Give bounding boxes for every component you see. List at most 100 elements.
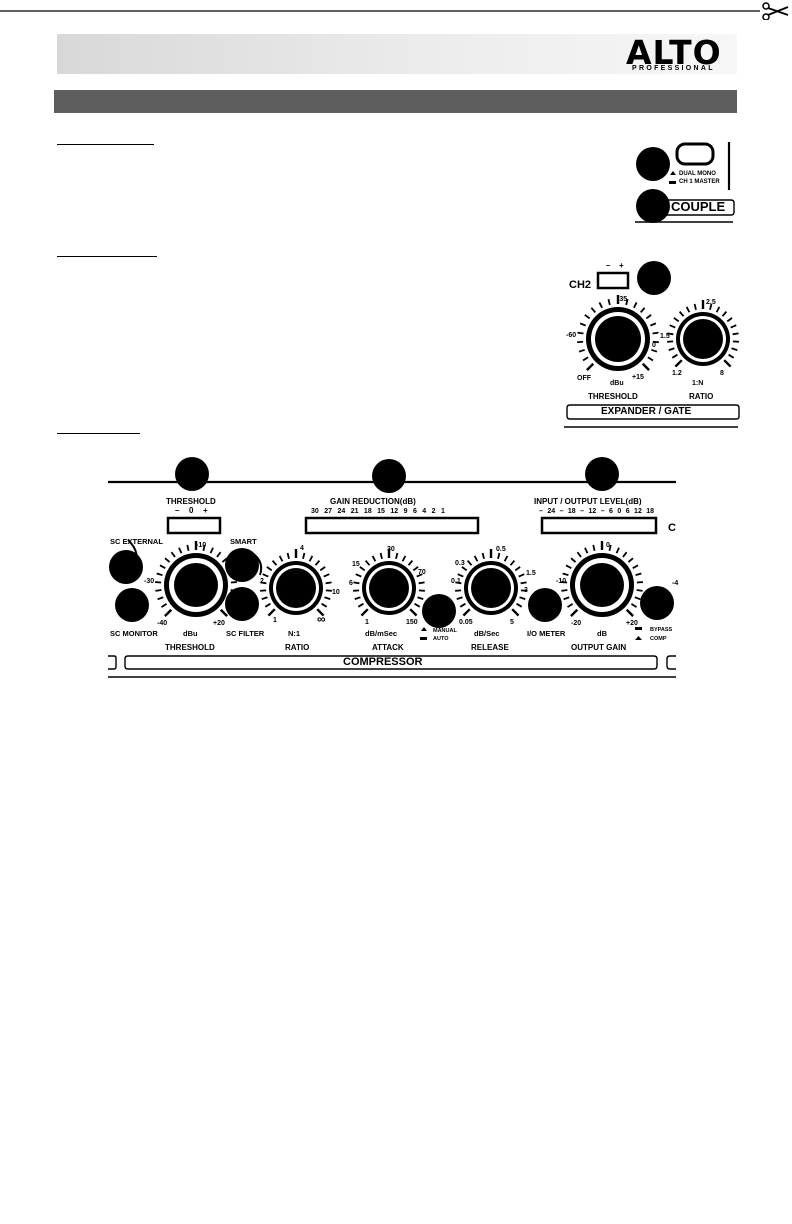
knob-tick xyxy=(633,302,638,309)
knob-tick xyxy=(308,555,314,562)
unit-label: dBu xyxy=(610,380,624,387)
compressor-release-knob[interactable] xyxy=(455,549,527,617)
tick-label: -4 xyxy=(672,580,679,587)
knob-tick xyxy=(379,552,383,560)
attack-knob-label: ATTACK xyxy=(372,643,404,652)
sc-filter-label: SC FILTER xyxy=(226,629,265,638)
heading-underline-couple xyxy=(57,144,154,145)
couple-panel xyxy=(635,142,735,223)
knob-tick xyxy=(565,564,572,570)
knob-tick xyxy=(314,560,321,566)
compressor-attack-knob[interactable] xyxy=(353,549,425,617)
knob-tick xyxy=(216,551,222,558)
knob-tick xyxy=(359,566,366,572)
callout-marker xyxy=(372,459,406,493)
tick-label: 2.5 xyxy=(706,299,716,306)
knob-tick xyxy=(462,608,471,617)
knob-tick xyxy=(416,573,423,578)
knob-tick xyxy=(731,347,738,351)
tick-label: 1.5 xyxy=(660,333,670,340)
couple-section-label: COUPLE xyxy=(671,199,726,214)
auto-label: AUTO xyxy=(433,636,449,642)
tick-label: ∞ xyxy=(317,612,326,626)
knob-tick xyxy=(625,298,629,306)
knob-tick xyxy=(260,581,267,585)
tick-label: 1.2 xyxy=(672,370,682,377)
compressor-ratio-knob[interactable] xyxy=(260,549,332,617)
knob-tick xyxy=(625,608,634,617)
knob-tick xyxy=(461,566,468,572)
ch1-master-label: CH 1 MASTER xyxy=(679,179,720,185)
knob-tick xyxy=(582,356,589,362)
tick-label: 0.5 xyxy=(496,546,506,553)
knob-tick xyxy=(481,552,485,560)
knob-tick xyxy=(578,348,585,353)
knob-tick xyxy=(519,596,526,600)
expander-section-label: EXPANDER / GATE xyxy=(601,406,692,417)
expander-minus: – xyxy=(606,261,611,270)
knob-tick xyxy=(417,596,424,600)
tick-label: 8 xyxy=(720,370,724,377)
knob-tick xyxy=(209,547,214,554)
knob-tick xyxy=(503,555,509,562)
knob-tick xyxy=(371,555,377,562)
knob-tick xyxy=(567,603,574,608)
expander-ratio-knob[interactable] xyxy=(667,300,739,368)
knob-tick xyxy=(170,551,176,558)
knob-tick xyxy=(159,564,166,570)
knob-tick xyxy=(518,573,525,578)
sc-external-button[interactable] xyxy=(109,550,143,584)
knob-tick xyxy=(726,317,733,323)
sc-monitor-label: SC MONITOR xyxy=(110,629,158,638)
knob-tick xyxy=(267,608,276,617)
expander-plus: + xyxy=(619,261,624,270)
knob-tick xyxy=(414,602,421,608)
knob-tick xyxy=(514,566,521,572)
knob-tick xyxy=(364,560,371,566)
knob-tick xyxy=(652,331,659,335)
sc-filter-button[interactable] xyxy=(225,587,259,621)
compressor-output-gain-knob[interactable] xyxy=(561,541,643,617)
knob-tick xyxy=(709,303,713,311)
brand-logo-sub: PROFESSIONAL xyxy=(632,65,715,72)
unit-label: 1:N xyxy=(692,380,704,387)
knob-tick xyxy=(693,303,697,311)
expander-threshold-knob[interactable] xyxy=(577,295,659,371)
compressor-threshold-knob[interactable] xyxy=(155,541,237,617)
knob-tick xyxy=(627,557,634,563)
io-level-meter xyxy=(540,516,658,535)
smart-button[interactable] xyxy=(225,548,259,582)
knob-tick xyxy=(640,307,646,313)
tick-label: 0.3 xyxy=(455,560,465,567)
knob-tick xyxy=(261,596,268,600)
knob-tick xyxy=(622,551,628,558)
tick-label: 30 xyxy=(387,546,395,553)
knob-tick xyxy=(178,547,183,554)
gain-reduction-scale: 30 27 24 21 18 15 12 9 6 4 2 1 xyxy=(311,508,445,515)
io-meter-button[interactable] xyxy=(528,588,562,622)
knob-tick xyxy=(355,573,362,578)
manual-auto-button[interactable] xyxy=(422,594,456,628)
knob-tick xyxy=(667,332,674,336)
tick-label: -60 xyxy=(566,332,577,339)
knob-tick xyxy=(409,608,418,617)
knob-tick xyxy=(161,603,168,608)
bypass-comp-button[interactable] xyxy=(640,586,674,620)
tick-label: -20 xyxy=(571,620,582,627)
knob-tick xyxy=(651,348,658,353)
tick-label: 150 xyxy=(406,619,418,626)
tick-label: 15 xyxy=(352,561,360,568)
sc-monitor-button[interactable] xyxy=(115,588,149,622)
knob-tick xyxy=(636,589,643,592)
right-edge-letter: C xyxy=(668,522,676,534)
knob-tick xyxy=(202,544,206,551)
knob-tick xyxy=(685,306,691,313)
tick-label: 0 xyxy=(189,506,194,515)
knob-tick xyxy=(164,557,171,563)
tick-label: 4 xyxy=(300,545,304,552)
knob-tick xyxy=(473,555,479,562)
unit-label: dBu xyxy=(183,629,198,638)
knob-tick xyxy=(671,353,678,359)
manual-label: MANUAL xyxy=(433,628,457,634)
tick-label: 0 xyxy=(652,342,656,349)
